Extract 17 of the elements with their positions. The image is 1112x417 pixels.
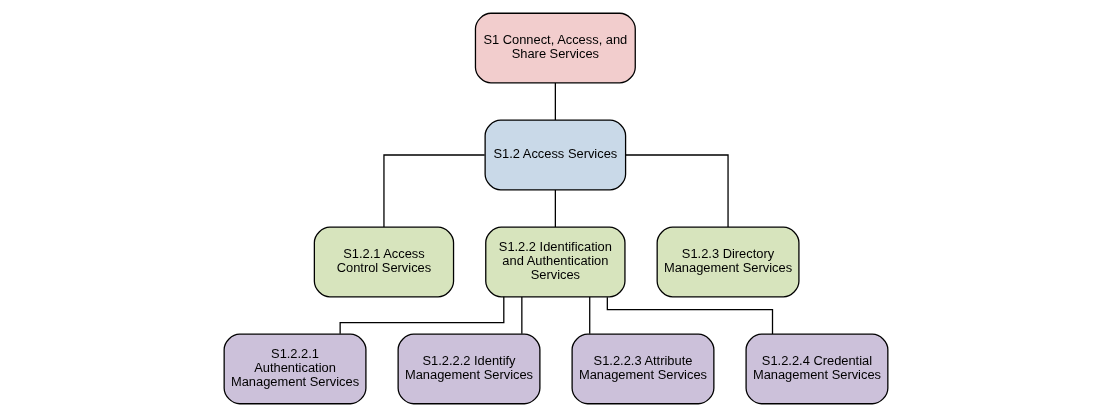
connector: [554, 82, 556, 121]
connector: [521, 296, 523, 335]
node-box: S1.2.3 Directory Management Services: [656, 226, 800, 298]
node-box: S1.2.2.1 Authentication Management Services: [223, 333, 367, 405]
node-box: S1.2.2.3 Attribute Management Services: [571, 333, 715, 405]
node-box: S1 Connect, Access, and Share Services: [474, 12, 636, 84]
node-box: S1.2.2 Identification and Authentication Services: [485, 226, 626, 298]
connector: [589, 296, 591, 335]
node-box: S1.2.2.4 Credential Management Services: [745, 333, 889, 405]
connector: [606, 296, 774, 335]
connector: [339, 296, 505, 335]
node-box: S1.2.2.2 Identify Management Services: [397, 333, 541, 405]
node-box: S1.2.1 Access Control Services: [313, 226, 455, 298]
connector: [624, 154, 729, 228]
node-box: S1.2 Access Services: [484, 119, 627, 191]
connector: [383, 154, 486, 228]
connector: [554, 189, 556, 228]
